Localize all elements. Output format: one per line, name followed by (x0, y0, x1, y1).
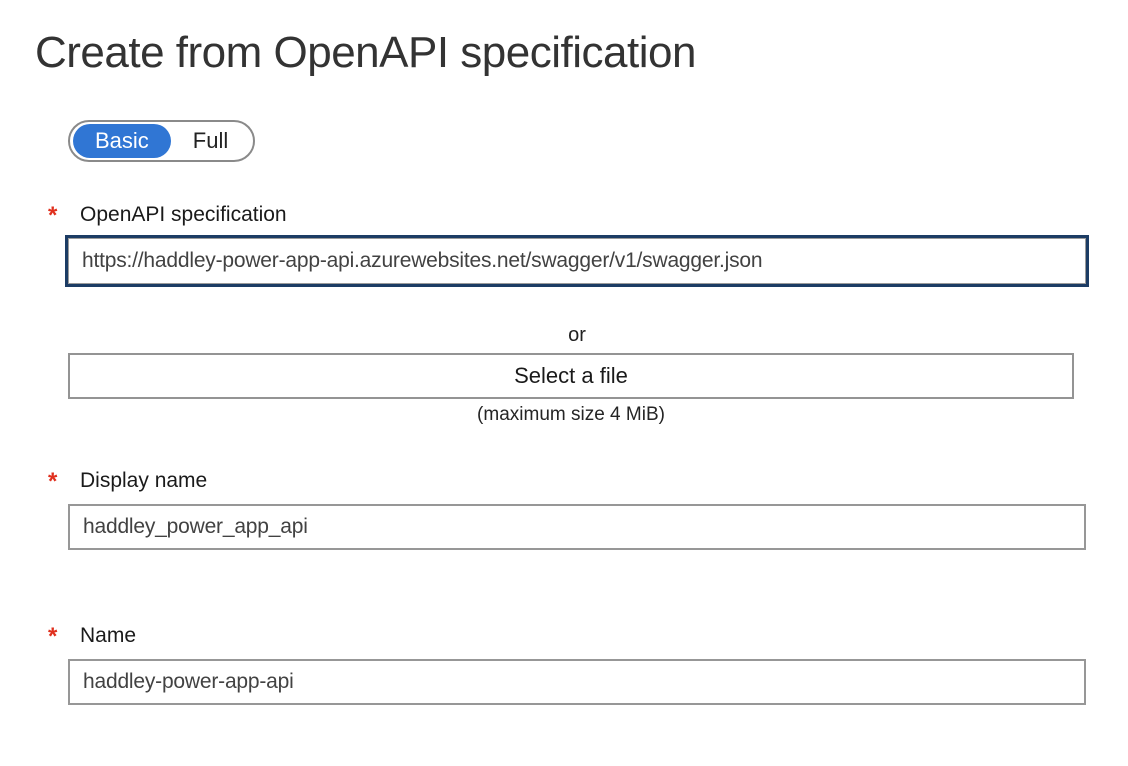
display-name-input[interactable] (68, 504, 1086, 550)
openapi-spec-label: OpenAPI specification (80, 203, 287, 226)
openapi-spec-label-row: * OpenAPI specification (48, 202, 1086, 230)
toggle-option-basic[interactable]: Basic (73, 124, 171, 158)
or-separator-text: or (568, 324, 586, 346)
name-input[interactable] (68, 659, 1086, 705)
name-label: Name (80, 624, 137, 647)
page-title: Create from OpenAPI specification (35, 28, 696, 77)
spec-mode-toggle: Basic Full (68, 120, 256, 162)
display-name-label-row: * Display name (48, 468, 1086, 496)
display-name-label: Display name (80, 469, 208, 492)
name-label-row: * Name (48, 623, 1086, 651)
required-asterisk: * (48, 468, 58, 495)
form: * OpenAPI specification or Select a file… (48, 202, 1086, 705)
toggle-option-full[interactable]: Full (171, 124, 250, 158)
openapi-spec-url-input[interactable] (68, 238, 1086, 284)
required-asterisk: * (48, 623, 58, 650)
required-asterisk: * (48, 202, 58, 229)
select-file-button[interactable]: Select a file (68, 353, 1074, 399)
page-content: Create from OpenAPI specification Basic … (35, 28, 1086, 705)
max-file-size-hint: (maximum size 4 MiB) (477, 404, 665, 425)
